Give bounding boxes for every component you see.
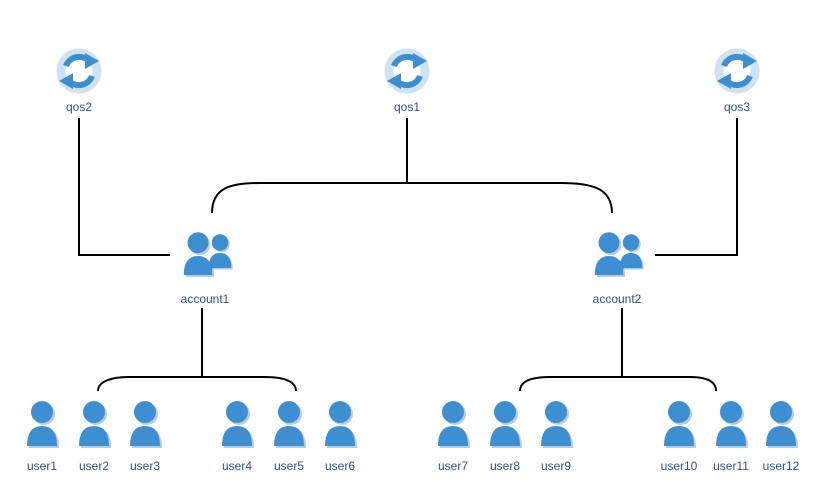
user-icon [325, 401, 357, 448]
user-node-user1: user1 [27, 401, 59, 473]
user-node-user7: user7 [438, 401, 470, 473]
users-group-icon [594, 232, 644, 277]
user-label: user7 [438, 459, 468, 473]
account-label: account1 [181, 292, 230, 306]
qos-label: qos3 [724, 100, 750, 114]
account-label: account2 [593, 292, 642, 306]
user-node-user2: user2 [79, 401, 111, 473]
qos2-to-account1-line [78, 118, 170, 256]
user-label: user9 [541, 459, 571, 473]
qos-node-qos3: qos3 [717, 53, 757, 114]
user-icon [274, 401, 306, 448]
user-label: user3 [130, 459, 160, 473]
user-label: user2 [79, 459, 109, 473]
user-node-user6: user6 [325, 401, 357, 473]
user-label: user1 [27, 459, 57, 473]
user-icon [438, 401, 470, 448]
user-icon [766, 401, 798, 448]
account1-users-bracket [97, 376, 297, 392]
account-node-account2: account2 [593, 232, 644, 306]
user-label: user11 [713, 459, 749, 473]
account2-users-bracket [519, 376, 717, 392]
account-node-account1: account1 [181, 232, 233, 306]
qos-node-qos2: qos2 [59, 53, 99, 114]
user-label: user5 [274, 459, 304, 473]
user-label: user4 [222, 459, 252, 473]
user-icon [490, 401, 522, 448]
user-node-user4: user4 [222, 401, 254, 473]
qos-label: qos1 [394, 100, 420, 114]
connector-lines [78, 118, 738, 392]
user-node-user5: user5 [274, 401, 306, 473]
qos-label: qos2 [66, 100, 92, 114]
qos3-to-account2-line [655, 118, 738, 256]
user-icon [130, 401, 162, 448]
user-label: user8 [490, 459, 520, 473]
user-icon [27, 401, 59, 448]
user-icon [716, 401, 748, 448]
user-label: user10 [661, 459, 698, 473]
qos-node-qos1: qos1 [387, 53, 427, 114]
refresh-icon [717, 53, 757, 89]
user-label: user6 [325, 459, 355, 473]
user-label: user12 [763, 459, 800, 473]
refresh-icon [59, 53, 99, 89]
user-node-user3: user3 [130, 401, 162, 473]
user-node-user8: user8 [490, 401, 522, 473]
users-group-icon [183, 232, 233, 277]
user-node-user9: user9 [541, 401, 573, 473]
user-node-user12: user12 [763, 401, 800, 473]
user-icon [222, 401, 254, 448]
user-icon [664, 401, 696, 448]
user-node-user10: user10 [661, 401, 698, 473]
refresh-icon [387, 53, 427, 89]
user-icon [79, 401, 111, 448]
user-node-user11: user11 [713, 401, 749, 473]
user-icon [541, 401, 573, 448]
qos1-bracket [211, 182, 613, 214]
